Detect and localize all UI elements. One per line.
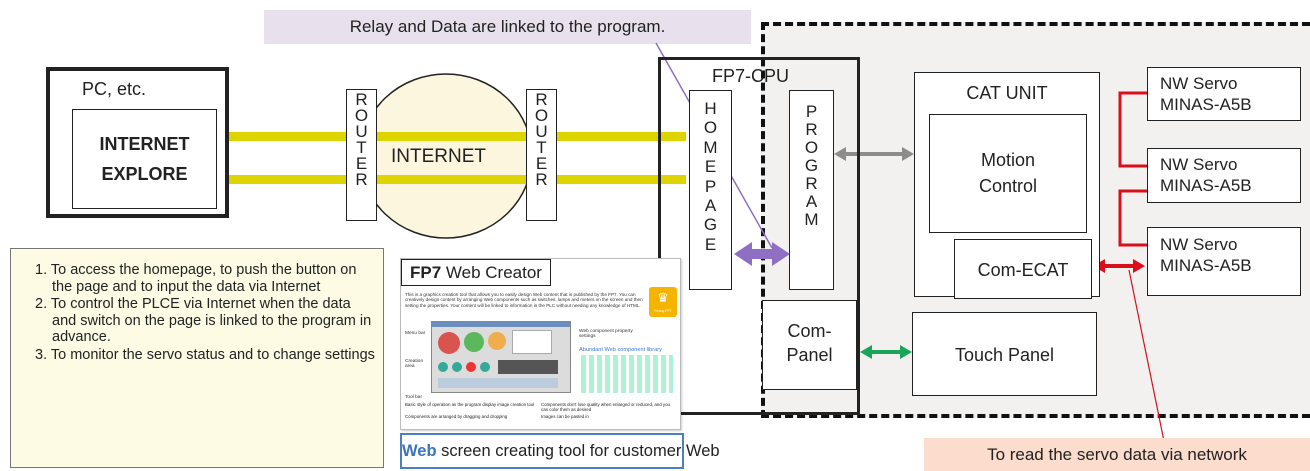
label-property-settings: Web component property settings	[579, 329, 633, 340]
ready-fp7-badge: ♛ Ready FP7	[649, 287, 677, 317]
internet-label: INTERNET	[391, 146, 486, 167]
web-caption: Web screen creating tool for customer We…	[400, 433, 720, 469]
web-creator-desc: This is a graphics creation tool that al…	[405, 292, 643, 308]
browser-box: INTERNET EXPLORE	[72, 109, 217, 209]
vertical-letter: E	[704, 234, 717, 254]
vertical-letter: G	[804, 156, 819, 175]
fp7-cpu-title: FP7-CPU	[712, 66, 790, 86]
program-cat-arrow	[834, 147, 914, 161]
servo-chain	[1118, 91, 1147, 247]
touch-panel: Touch Panel	[912, 312, 1097, 396]
servo-3: NW Servo MINAS-A5B	[1147, 227, 1301, 296]
vertical-letter: R	[355, 170, 368, 189]
note-2: 2. To control the PLCE via Internet when…	[35, 296, 372, 346]
creator-bullet-1: Basic style of operation as the program …	[405, 402, 535, 407]
pc-label: PC, etc.	[82, 79, 147, 99]
vertical-letter: P	[805, 102, 818, 121]
motion-control: Motion Control	[929, 114, 1087, 233]
vertical-letter: U	[355, 122, 368, 141]
browser-line1: INTERNET	[99, 134, 190, 154]
servo-data-caption: To read the servo data via network	[924, 438, 1310, 471]
creator-bullet-2: Components are arranged by dragging and …	[405, 414, 508, 419]
vertical-letter: O	[534, 106, 549, 125]
label-menu-bar: Menu bar	[405, 331, 426, 336]
web-creator-card: FP7 Web Creator ♛ Ready FP7 This is a gr…	[400, 258, 681, 430]
yellow-links	[215, 132, 686, 184]
note-3: 3. To monitor the servo status and to ch…	[35, 346, 375, 363]
vertical-letter: G	[703, 215, 718, 235]
vertical-letter: A	[805, 192, 818, 211]
note-1: 1. To access the homepage, to push the b…	[35, 262, 357, 295]
servo-caption-pointer	[1128, 269, 1166, 447]
vertical-letter: M	[703, 137, 718, 157]
fp7-cpu-box: FP7-CPU	[658, 57, 860, 415]
cat-unit: CAT UNIT Motion Control Com-ECAT	[914, 72, 1100, 299]
label-tool-bar: Tool bar	[405, 395, 423, 400]
creator-screenshot	[431, 321, 571, 393]
vertical-letter: E	[704, 157, 717, 177]
vertical-letter: R	[355, 90, 368, 109]
notes-box: 1. To access the homepage, to push the b…	[10, 248, 384, 468]
vertical-letter: T	[536, 138, 547, 157]
servo-2: NW Servo MINAS-A5B	[1147, 148, 1301, 203]
vertical-letter: R	[805, 174, 818, 193]
vertical-letter: O	[703, 118, 718, 138]
pc-box: PC, etc. INTERNET EXPLORE	[46, 67, 229, 218]
vertical-letter: H	[704, 99, 717, 118]
browser-line2: EXPLORE	[101, 164, 188, 184]
vertical-letter: E	[355, 154, 368, 173]
vertical-letter: A	[704, 196, 717, 216]
label-component-library: Abundant Web component library	[579, 347, 662, 353]
com-panel: Com- Panel	[762, 300, 857, 390]
cat-unit-title: CAT UNIT	[966, 83, 1048, 103]
homepage-program-arrow	[734, 242, 790, 266]
com-ecat: Com-ECAT	[954, 239, 1092, 299]
vertical-letter: O	[354, 106, 369, 125]
component-library-grid	[581, 355, 673, 393]
vertical-letter: U	[535, 122, 548, 141]
vertical-letter: T	[356, 138, 367, 157]
servo-1: NW Servo MINAS-A5B	[1147, 67, 1301, 121]
vertical-letter: M	[804, 210, 819, 229]
vertical-letter: P	[704, 176, 717, 196]
vertical-letter: R	[805, 120, 818, 139]
callout-relay-data: Relay and Data are linked to the program…	[264, 10, 751, 44]
crown-icon: ♛	[657, 290, 669, 305]
vertical-letter: R	[535, 170, 548, 189]
web-creator-title: FP7 Web Creator	[401, 259, 551, 286]
label-creation-area: Creation area	[405, 359, 424, 370]
vertical-letter: R	[535, 90, 548, 109]
creator-bullet-3: Components don't lose quality when enlar…	[541, 402, 670, 412]
vertical-letter: O	[804, 138, 819, 157]
vertical-letter: E	[535, 154, 548, 173]
creator-bullet-4: Images can be pasted in	[541, 414, 589, 419]
companel-touch-arrow	[860, 345, 912, 359]
ecat-servo-arrow	[1093, 259, 1145, 273]
